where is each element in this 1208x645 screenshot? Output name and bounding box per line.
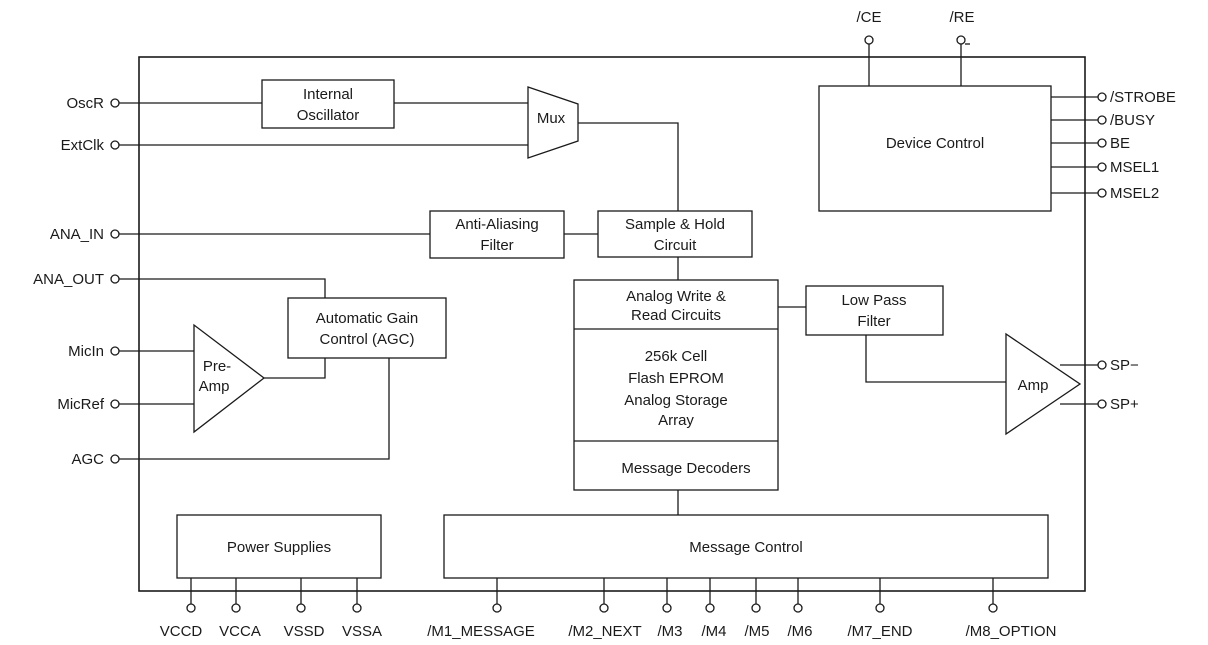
agc-label-1: Automatic Gain <box>316 310 419 327</box>
pin-sp-minus: SP− <box>1110 357 1139 374</box>
pin-strobe: /STROBE <box>1110 89 1176 106</box>
pin-vcca: VCCA <box>219 623 261 640</box>
pin-m6: /M6 <box>787 623 812 640</box>
message-decoders-label: Message Decoders <box>621 460 750 477</box>
device-control-label: Device Control <box>886 135 984 152</box>
right-pin-labels: /STROBE /BUSY BE MSEL1 MSEL2 SP− SP+ <box>1110 89 1176 413</box>
power-supplies-label: Power Supplies <box>227 539 331 556</box>
pin-vssa: VSSA <box>342 623 382 640</box>
anti-aliasing-label-2: Filter <box>480 237 513 254</box>
preamp-label-2: Amp <box>199 378 230 395</box>
flash-array-label-3: Analog Storage <box>624 392 727 409</box>
amp-label: Amp <box>1018 377 1049 394</box>
agc-block: Automatic Gain Control (AGC) <box>287 297 447 359</box>
mux-label: Mux <box>537 110 566 127</box>
pin-vccd: VCCD <box>160 623 203 640</box>
pin-m1-message: /M1_MESSAGE <box>427 623 535 640</box>
pin-ana-in: ANA_IN <box>50 226 104 243</box>
amp-block: Amp <box>1005 332 1082 436</box>
anti-aliasing-label-1: Anti-Aliasing <box>455 216 538 233</box>
bottom-pin-labels: VCCD VCCA VSSD VSSA /M1_MESSAGE /M2_NEXT… <box>160 623 1057 640</box>
pin-markers <box>110 35 1107 613</box>
internal-oscillator-label-2: Oscillator <box>297 107 360 124</box>
pin-ce: /CE <box>856 9 881 26</box>
internal-oscillator-label-1: Internal <box>303 86 353 103</box>
pin-msel2: MSEL2 <box>1110 185 1159 202</box>
pin-be: BE <box>1110 135 1130 152</box>
internal-oscillator-block: Internal Oscillator <box>261 79 395 129</box>
pin-msel1: MSEL1 <box>1110 159 1159 176</box>
pin-m2-next: /M2_NEXT <box>568 623 641 640</box>
low-pass-label-1: Low Pass <box>841 292 906 309</box>
pin-m8-option: /M8_OPTION <box>966 623 1057 640</box>
anti-aliasing-filter-block: Anti-Aliasing Filter <box>429 210 565 259</box>
preamp-label-1: Pre- <box>203 358 231 375</box>
pin-m3: /M3 <box>657 623 682 640</box>
pin-sp-plus: SP+ <box>1110 396 1139 413</box>
pin-vssd: VSSD <box>284 623 325 640</box>
power-supplies-block: Power Supplies <box>176 514 382 579</box>
chip-outline <box>138 56 1086 592</box>
agc-label-2: Control (AGC) <box>319 331 414 348</box>
pin-m5: /M5 <box>744 623 769 640</box>
pin-micref: MicRef <box>57 396 105 413</box>
pin-agc: AGC <box>71 451 104 468</box>
sample-hold-label-2: Circuit <box>654 237 697 254</box>
flash-array-label-2: Flash EPROM <box>628 370 724 387</box>
pin-m7-end: /M7_END <box>847 623 912 640</box>
pin-micin: MicIn <box>68 343 104 360</box>
top-pin-labels: /CE /RE <box>856 9 974 26</box>
flash-array-label-1: 256k Cell <box>645 348 708 365</box>
message-control-block: Message Control <box>443 514 1049 579</box>
wires <box>119 44 1098 604</box>
storage-array-block: Analog Write & Read Circuits 256k Cell F… <box>573 279 779 491</box>
left-pin-labels: OscR ExtClk ANA_IN ANA_OUT MicIn MicRef … <box>33 95 105 468</box>
device-control-block: Device Control <box>818 85 1052 212</box>
sample-hold-label-1: Sample & Hold <box>625 216 725 233</box>
analog-write-label-1: Analog Write & <box>626 288 726 305</box>
low-pass-filter-block: Low Pass Filter <box>805 285 944 336</box>
flash-array-label-4: Array <box>658 412 694 429</box>
pin-m4: /M4 <box>701 623 726 640</box>
pin-extclk: ExtClk <box>61 137 105 154</box>
pin-re: /RE <box>949 9 974 26</box>
low-pass-label-2: Filter <box>857 313 890 330</box>
pin-ana-out: ANA_OUT <box>33 271 104 288</box>
message-control-label: Message Control <box>689 539 802 556</box>
pin-busy: /BUSY <box>1110 112 1155 129</box>
sample-hold-block: Sample & Hold Circuit <box>597 210 753 258</box>
analog-write-label-2: Read Circuits <box>631 307 721 324</box>
pin-oscr: OscR <box>67 95 105 112</box>
mux-block: Mux <box>527 86 579 159</box>
preamp-block: Pre- Amp <box>193 323 266 434</box>
